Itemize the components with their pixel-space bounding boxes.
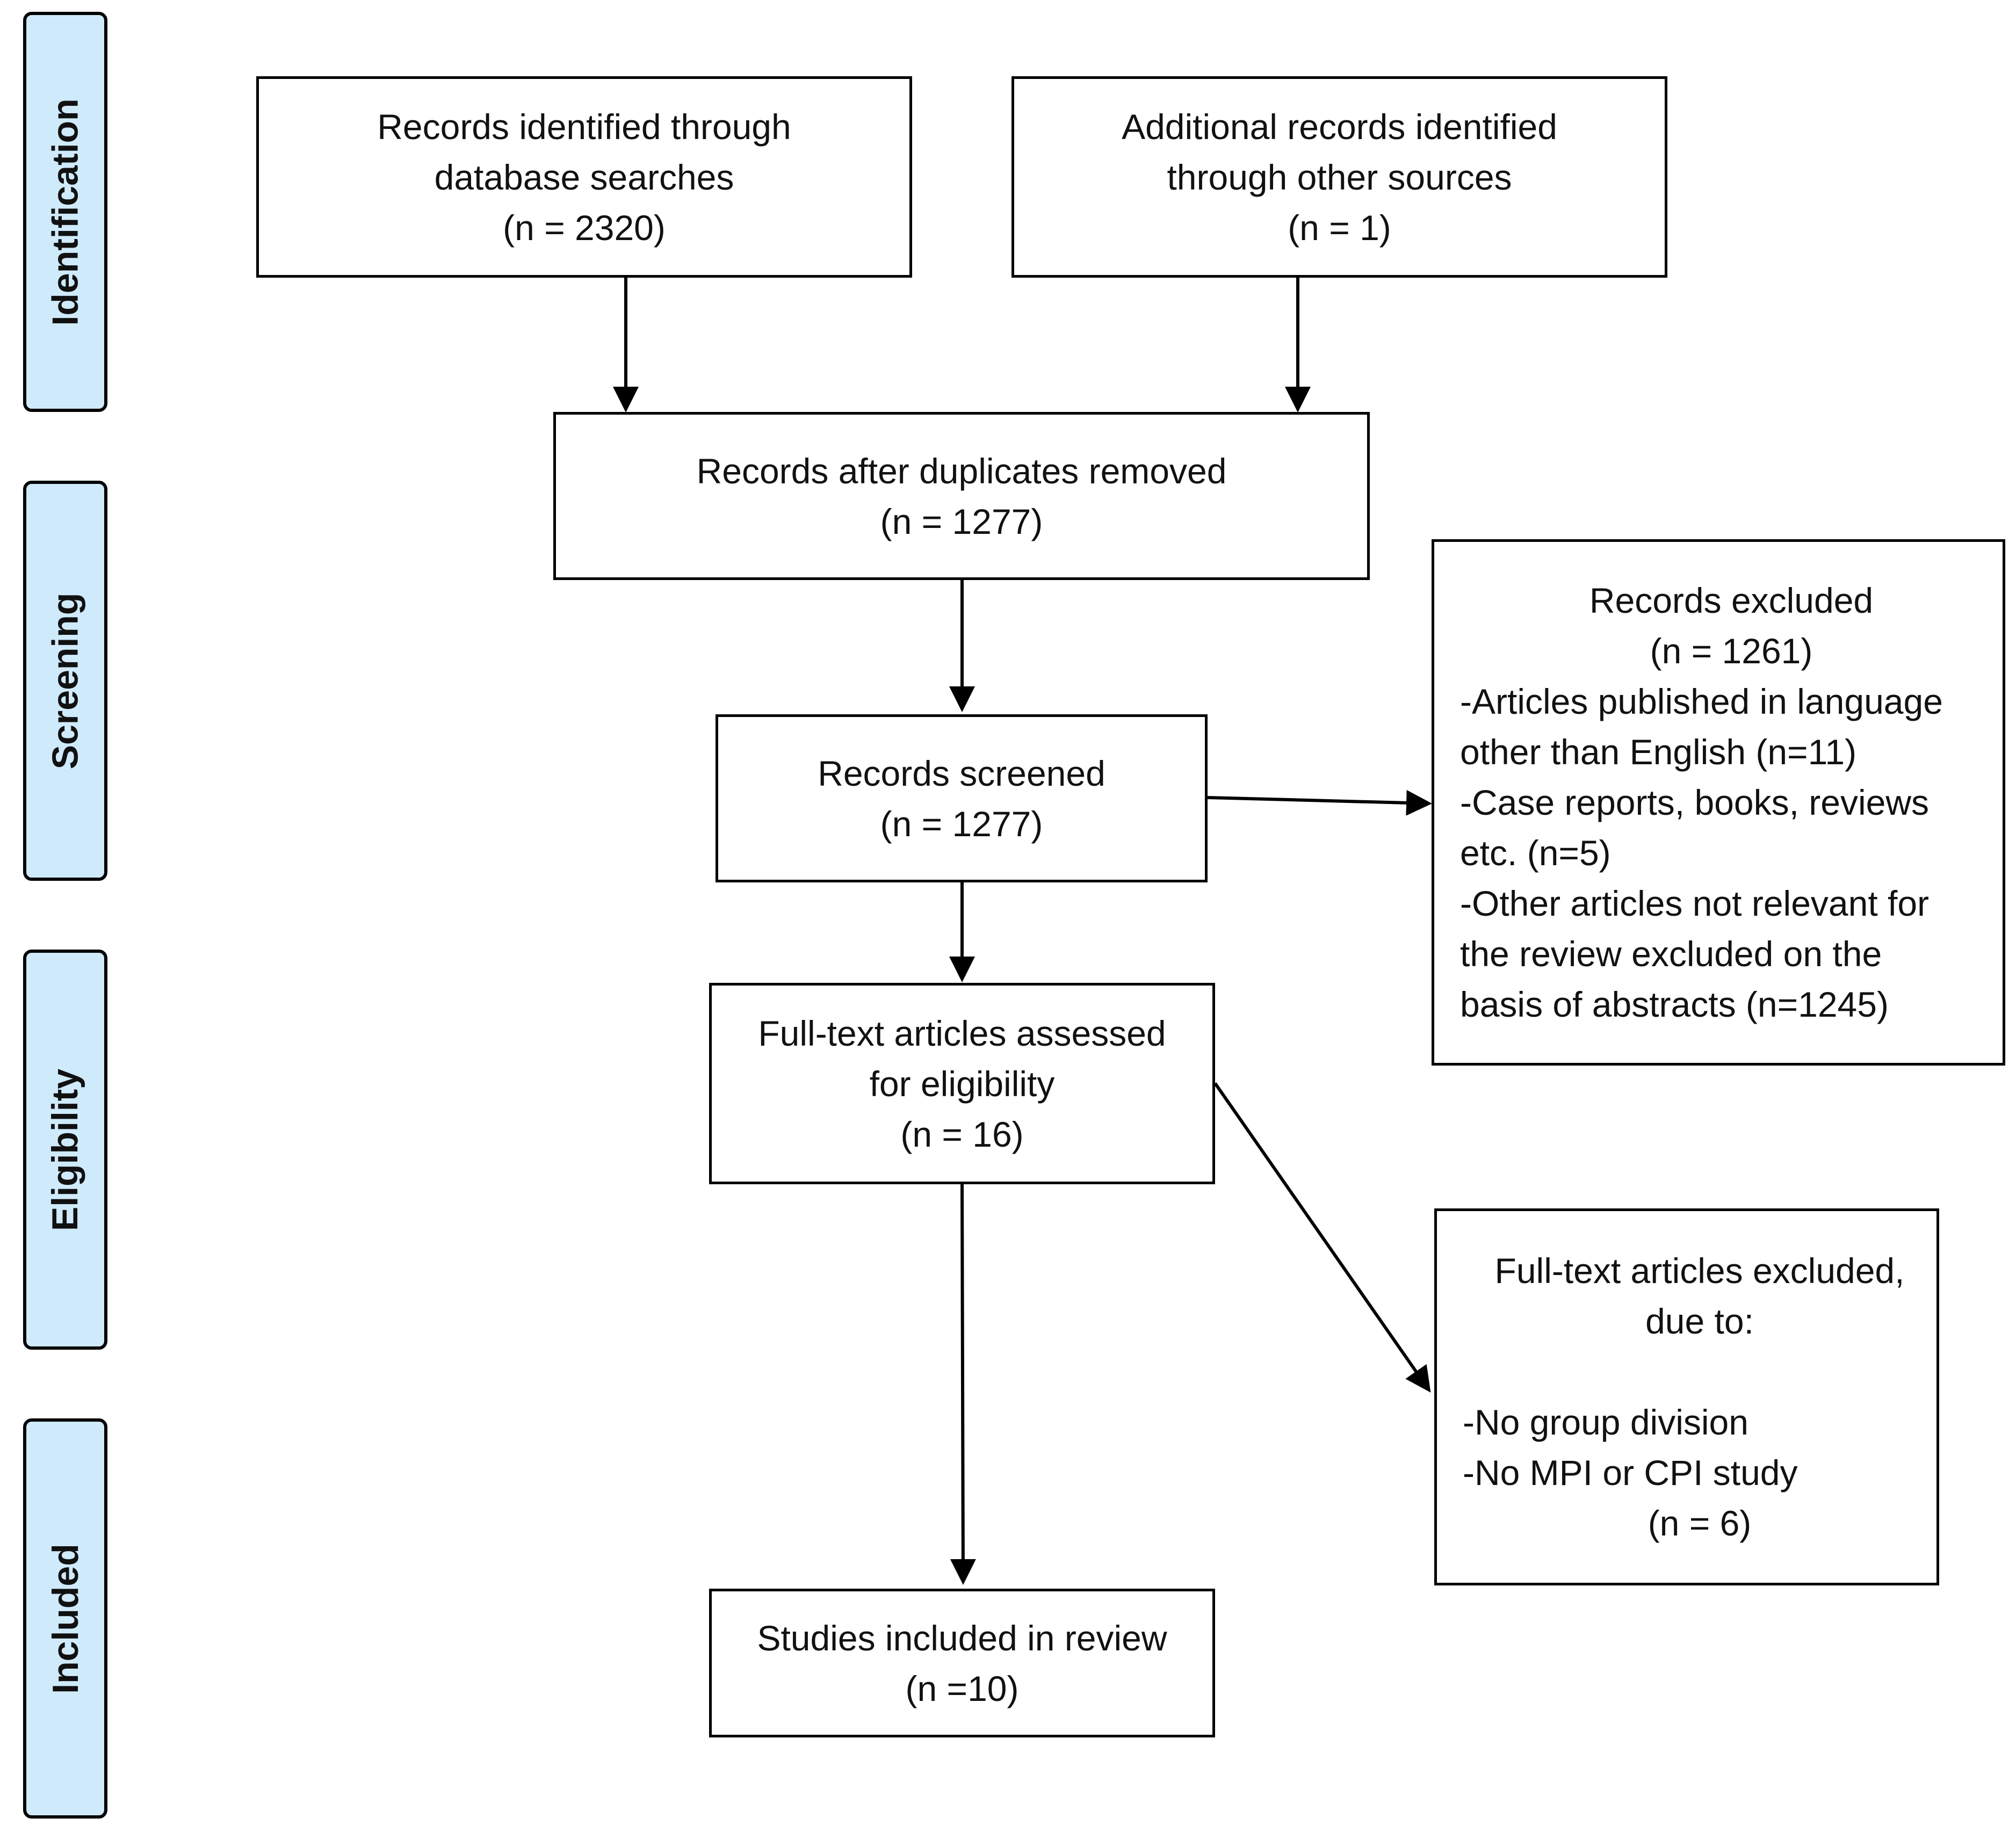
fulltext-excluded-box: Full-text articles excluded, due to: -No… xyxy=(1434,1208,1939,1585)
after-duplicates-count: (n = 1277) xyxy=(880,501,1043,541)
phase-screening: Screening xyxy=(23,481,107,881)
additional-records-count: (n = 1) xyxy=(1288,207,1391,248)
additional-records-line-2: through other sources xyxy=(1167,157,1512,197)
arrow-fulltext-to-included xyxy=(950,1183,976,1585)
records-excluded-reason-3-end: basis of abstracts (n=1245) xyxy=(1460,984,1889,1024)
records-excluded-reason-2: -Case reports, books, reviews xyxy=(1460,783,1929,822)
records-screened-count: (n = 1277) xyxy=(880,803,1043,844)
records-excluded-reason-1: -Articles published in language xyxy=(1460,682,1943,721)
database-records-line-2: database searches xyxy=(434,157,734,197)
after-duplicates-box: Records after duplicates removed (n = 12… xyxy=(553,412,1370,580)
records-excluded-reason-1-cont: other than English (n=11) xyxy=(1460,732,1857,772)
fulltext-assessed-box: Full-text articles assessed for eligibil… xyxy=(709,983,1215,1184)
fulltext-excluded-spacer xyxy=(1463,1346,1472,1397)
records-excluded-box: Records excluded (n = 1261) -Articles pu… xyxy=(1432,539,2005,1066)
fulltext-excluded-count: (n = 6) xyxy=(1648,1503,1752,1543)
additional-records-line-1: Additional records identified xyxy=(1122,106,1557,147)
after-duplicates-line-1: Records after duplicates removed xyxy=(696,451,1227,491)
fulltext-excluded-reason-2: -No MPI or CPI study xyxy=(1463,1453,1798,1493)
database-records-box: Records identified through database sear… xyxy=(256,76,912,278)
fulltext-excluded-title-2: due to: xyxy=(1645,1301,1754,1341)
records-screened-box: Records screened (n = 1277) xyxy=(716,714,1208,882)
additional-records-box: Additional records identified through ot… xyxy=(1011,76,1667,278)
records-excluded-count: (n = 1261) xyxy=(1650,631,1813,671)
phase-included: Included xyxy=(23,1418,107,1819)
included-studies-box: Studies included in review (n =10) xyxy=(709,1589,1215,1737)
fulltext-excluded-reason-1: -No group division xyxy=(1463,1402,1748,1442)
fulltext-assessed-line-1: Full-text articles assessed xyxy=(758,1013,1166,1053)
fulltext-assessed-count: (n = 16) xyxy=(900,1114,1024,1154)
arrow-fulltext-to-fulltext-excluded xyxy=(1213,1082,1431,1393)
records-excluded-title: Records excluded xyxy=(1589,581,1874,620)
included-studies-count: (n =10) xyxy=(905,1668,1019,1708)
records-excluded-reason-3: -Other articles not relevant for xyxy=(1460,883,1930,923)
records-excluded-reason-3-cont: the review excluded on the xyxy=(1460,934,1882,974)
fulltext-excluded-title-1: Full-text articles excluded, xyxy=(1494,1251,1905,1291)
records-excluded-reason-2-cont: etc. (n=5) xyxy=(1460,833,1611,873)
database-records-line-1: Records identified through xyxy=(377,106,791,147)
records-screened-line-1: Records screened xyxy=(818,753,1105,793)
phase-identification: Identification xyxy=(23,12,107,412)
fulltext-assessed-line-2: for eligibility xyxy=(869,1063,1055,1104)
arrow-screened-to-excluded xyxy=(1207,789,1432,816)
database-records-count: (n = 2320) xyxy=(503,207,666,248)
phase-eligibility: Eligibility xyxy=(23,950,107,1350)
included-studies-line-1: Studies included in review xyxy=(757,1618,1167,1658)
